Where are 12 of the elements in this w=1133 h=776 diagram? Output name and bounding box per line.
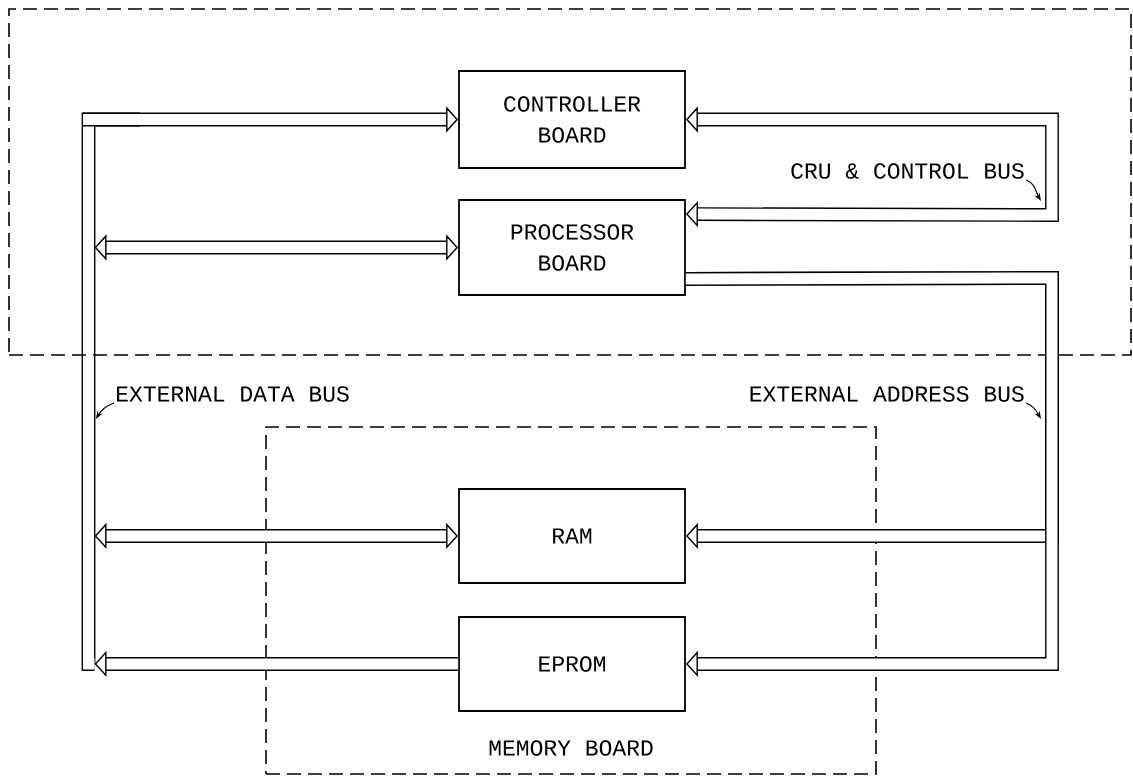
bus-arrow bbox=[685, 271, 1059, 678]
memory-box: EPROM bbox=[458, 616, 686, 712]
board-box: CONTROLLER BOARD bbox=[458, 70, 686, 169]
board-box: PROCESSOR BOARD bbox=[458, 199, 686, 296]
leader-line bbox=[1025, 402, 1041, 419]
bus-label: EXTERNAL ADDRESS BUS bbox=[750, 386, 1024, 402]
bus-label: CRU & CONTROL BUS bbox=[791, 163, 1024, 179]
bus-label: EXTERNAL DATA BUS bbox=[117, 386, 349, 402]
leader-line bbox=[1025, 179, 1041, 201]
board-outline bbox=[8, 8, 1132, 356]
leader-line bbox=[96, 402, 115, 419]
memory-box: RAM bbox=[458, 488, 686, 584]
